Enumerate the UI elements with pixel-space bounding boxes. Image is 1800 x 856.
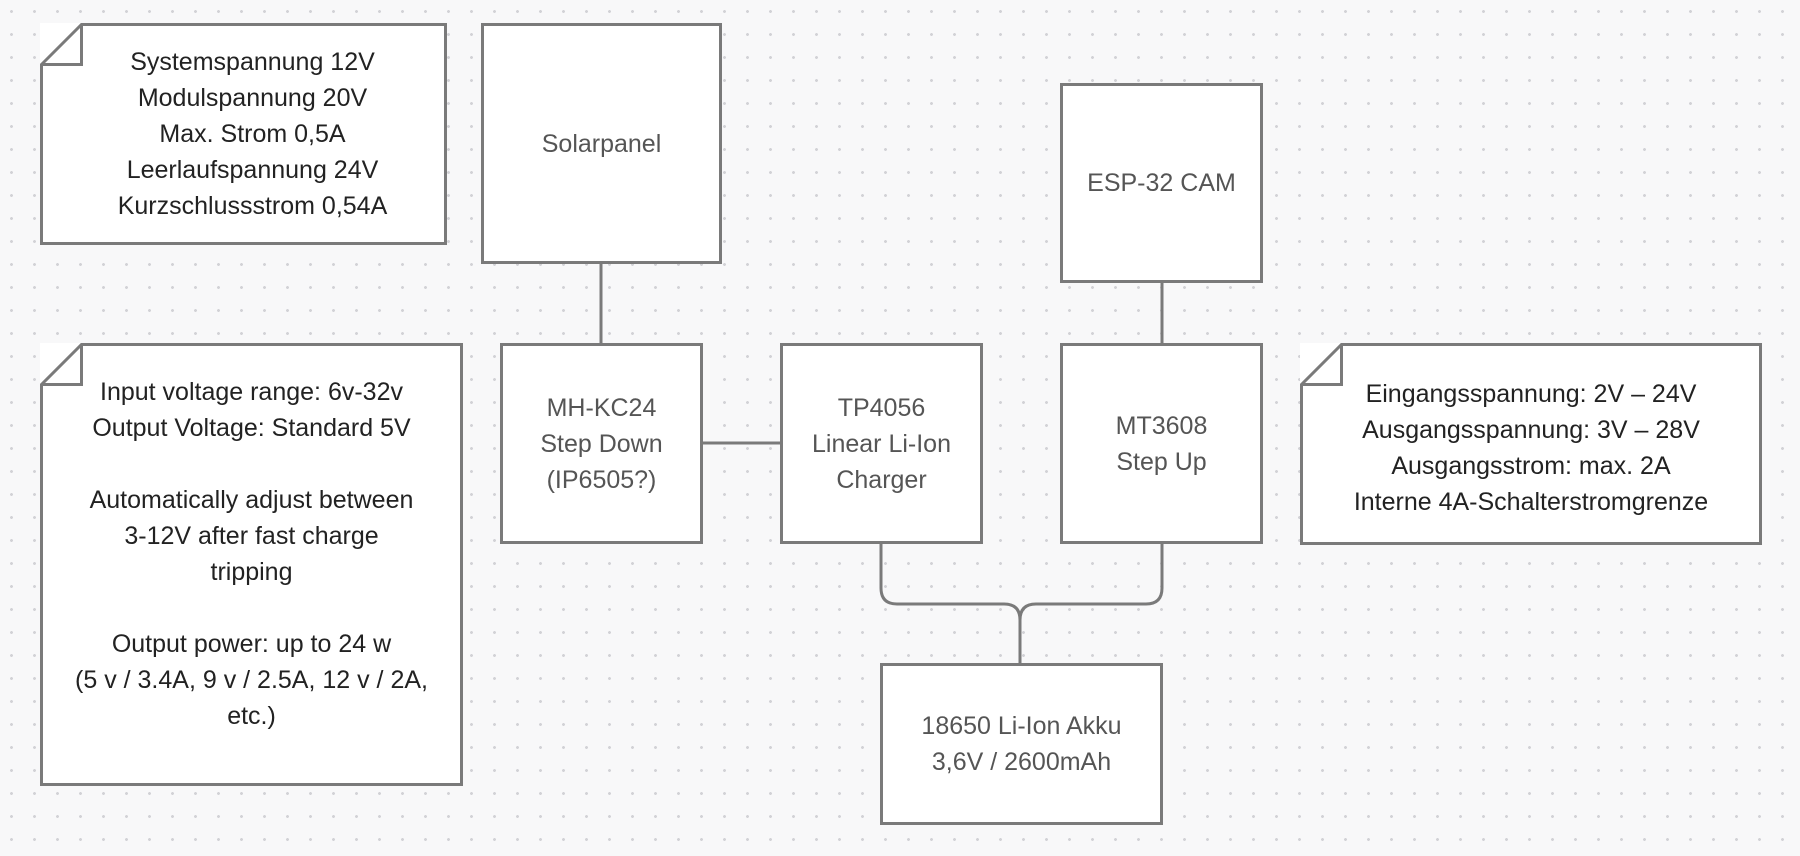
charger-block[interactable]: TP4056 Linear Li-Ion Charger — [780, 343, 983, 544]
stepdown-specs-text: Input voltage range: 6v-32v Output Volta… — [75, 377, 428, 730]
stepdown-block[interactable]: MH-KC24 Step Down (IP6505?) — [500, 343, 703, 544]
solarpanel-label: Solarpanel — [541, 129, 662, 158]
battery-block[interactable]: 18650 Li-Ion Akku 3,6V / 2600mAh — [880, 663, 1163, 825]
stepdown-label: MH-KC24 Step Down (IP6505?) — [540, 393, 663, 494]
stepup-label: MT3608 Step Up — [1115, 411, 1208, 476]
solar-specs-note[interactable]: Systemspannung 12V Modulspannung 20V Max… — [40, 23, 447, 245]
solar-specs-text: Systemspannung 12V Modulspannung 20V Max… — [117, 48, 388, 220]
stepup-block[interactable]: MT3608 Step Up — [1060, 343, 1263, 544]
esp32cam-block[interactable]: ESP-32 CAM — [1060, 83, 1263, 283]
battery-label: 18650 Li-Ion Akku 3,6V / 2600mAh — [921, 712, 1122, 776]
stepup-specs-note[interactable]: Eingangsspannung: 2V – 24V Ausgangsspann… — [1300, 343, 1762, 545]
connector-charger-battery-stepup — [879, 543, 1164, 664]
stepup-specs-text: Eingangsspannung: 2V – 24V Ausgangsspann… — [1353, 380, 1709, 516]
esp32cam-label: ESP-32 CAM — [1087, 169, 1236, 197]
charger-label: TP4056 Linear Li-Ion Charger — [812, 393, 951, 494]
stepdown-specs-note[interactable]: Input voltage range: 6v-32v Output Volta… — [40, 343, 463, 786]
solarpanel-block[interactable]: Solarpanel — [481, 23, 722, 264]
